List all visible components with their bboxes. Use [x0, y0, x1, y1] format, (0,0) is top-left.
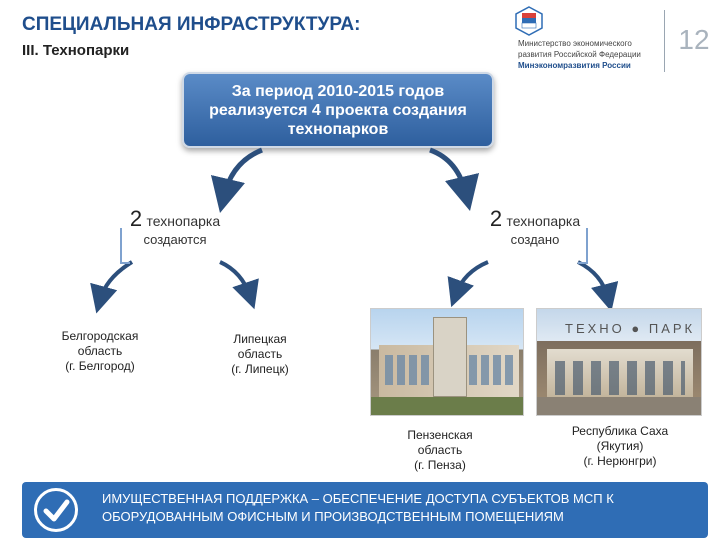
region-lipetsk: Липецкая область (г. Липецк) [200, 332, 320, 377]
region-line: Республика Саха [571, 424, 669, 438]
arrow-top-right [429, 147, 480, 212]
photo-saha-technopark: ТЕХНО ● ПАРК [536, 308, 702, 416]
region-line: (г. Липецк) [231, 362, 289, 376]
region-line: область [77, 344, 123, 358]
ministry-line-3: Минэкономразвития России [518, 61, 631, 70]
region-line: Белгородская [61, 329, 139, 343]
region-penza: Пензенская область (г. Пенза) [380, 428, 500, 473]
summary-box: За период 2010-2015 годов реализуется 4 … [182, 72, 494, 148]
group-status: создаются [143, 232, 207, 247]
arrow-right-saha [577, 260, 619, 312]
ministry-emblem-icon [515, 6, 543, 36]
region-saha: Республика Саха (Якутия) (г. Нерюнгри) [550, 424, 690, 469]
group-count: 2 [129, 206, 143, 231]
checkmark-icon [34, 488, 78, 532]
footer-banner: ИМУЩЕСТВЕННАЯ ПОДДЕРЖКА – ОБЕСПЕЧЕНИЕ ДО… [22, 482, 708, 538]
footer-line-2: ОБОРУДОВАННЫМ ОФИСНЫМ И ПРОИЗВОДСТВЕННЫМ… [102, 509, 564, 524]
arrow-left-belgorod [90, 260, 134, 314]
group-in-progress: 2 технопарка создаются [110, 206, 240, 247]
footer-text: ИМУЩЕСТВЕННАЯ ПОДДЕРЖКА – ОБЕСПЕЧЕНИЕ ДО… [102, 490, 702, 526]
region-belgorod: Белгородская область (г. Белгород) [30, 329, 170, 374]
ministry-line-2: развития Российской Федерации [518, 50, 641, 59]
arrow-right-penza [447, 260, 489, 308]
ministry-caption: Министерство экономического развития Рос… [518, 38, 668, 71]
group-status: создано [510, 232, 560, 247]
bracket-left [120, 228, 130, 264]
region-line: Липецкая [233, 332, 287, 346]
region-line: (г. Нерюнгри) [583, 454, 657, 468]
group-label: технопарка [146, 213, 221, 229]
region-line: область [417, 443, 463, 457]
group-count: 2 [489, 206, 503, 231]
page-number: 12 [678, 24, 710, 55]
ministry-line-1: Министерство экономического [518, 39, 632, 48]
region-line: область [237, 347, 283, 361]
photo-penza-technopark [370, 308, 524, 416]
group-completed: 2 технопарка создано [470, 206, 600, 247]
region-line: (Якутия) [596, 439, 644, 453]
slide-subtitle: III. Технопарки [22, 42, 130, 59]
footer-line-1: ИМУЩЕСТВЕННАЯ ПОДДЕРЖКА – ОБЕСПЕЧЕНИЕ ДО… [102, 491, 614, 506]
region-line: Пензенская [407, 428, 473, 442]
technopark-sign: ТЕХНО ● ПАРК [565, 321, 696, 336]
group-label: технопарка [506, 213, 581, 229]
header-divider [664, 10, 665, 72]
region-line: (г. Белгород) [65, 359, 135, 373]
arrow-left-lipetsk [219, 260, 259, 310]
region-line: (г. Пенза) [414, 458, 466, 472]
bracket-right [578, 228, 588, 264]
slide-title: СПЕЦИАЛЬНАЯ ИНФРАСТРУКТУРА: [22, 14, 361, 35]
arrow-top-left [210, 147, 263, 214]
